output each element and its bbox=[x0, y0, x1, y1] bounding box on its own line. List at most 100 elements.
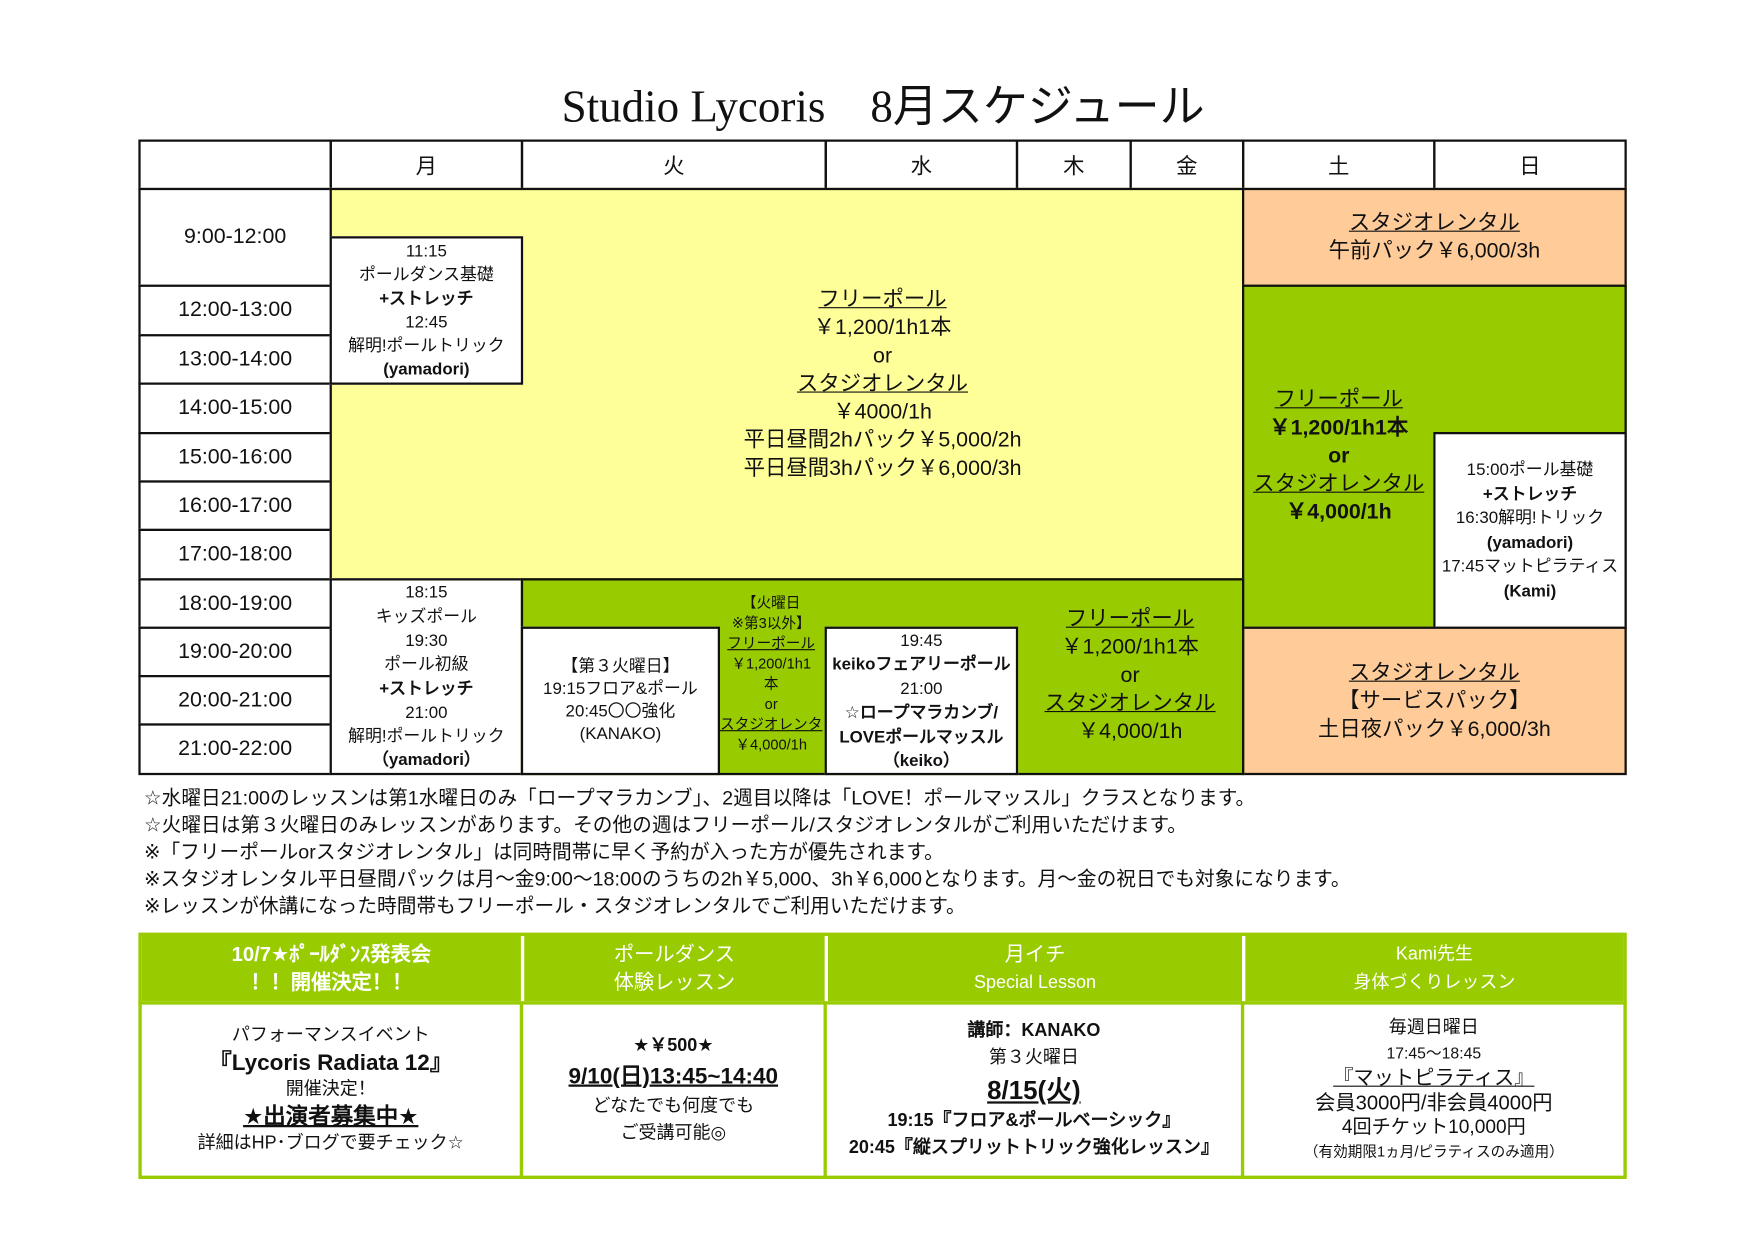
free-pole-label: フリーポール bbox=[727, 634, 816, 652]
lesson-line: 19:45 bbox=[900, 630, 943, 650]
header-sat: 土 bbox=[1242, 139, 1436, 191]
lesson-line: 【第３火曜日】 bbox=[561, 657, 680, 677]
lesson-line: 解明!ポールトリック bbox=[348, 336, 505, 356]
lesson-line: ☆ロープマラカンブ/ bbox=[844, 703, 999, 723]
divider bbox=[823, 1001, 827, 1179]
event-header: ポールダンス体験レッスン bbox=[524, 936, 825, 1002]
text-line: 毎週日曜日 bbox=[1388, 1018, 1479, 1038]
lesson-line: 16:30解明!トリック bbox=[1455, 508, 1605, 528]
note-line: ※「フリーポールorスタジオレンタル」は同時間帯に早く予約が入った方が優先されま… bbox=[144, 840, 944, 863]
divider bbox=[1240, 1001, 1245, 1179]
text-line: ★￥500★ bbox=[633, 1036, 714, 1056]
note-line: ☆火曜日は第３火曜日のみレッスンがあります。その他の週はフリーポール/スタジオレ… bbox=[144, 813, 1187, 836]
time-slot: 17:00-18:00 bbox=[138, 528, 332, 581]
pack-price: 平日昼間2hパック￥5,000/2h bbox=[743, 428, 1022, 453]
wed-evening-lesson: 19:45 keikoフェアリーポール 21:00 ☆ロープマラカンブ/ LOV… bbox=[824, 626, 1019, 776]
note-line: ※レッスンが休講になった時間帯もフリーポール・スタジオレンタルでご利用いただけま… bbox=[144, 894, 966, 917]
text-line: 9/10(日)13:45~14:40 bbox=[568, 1064, 779, 1089]
time-slot: 15:00-16:00 bbox=[138, 432, 332, 483]
lesson-line: 12:45 bbox=[405, 312, 448, 332]
time-slot: 21:00-22:00 bbox=[138, 723, 332, 776]
text-line: 17:45～18:45 bbox=[1386, 1044, 1482, 1062]
text-line: 会員3000円/非会員4000円 bbox=[1315, 1091, 1553, 1114]
service-pack-label: 【サービスパック】 bbox=[1338, 689, 1531, 713]
text-line: 講師：KANAKO bbox=[967, 1021, 1101, 1041]
studio-rental-label: スタジオレンタル bbox=[1348, 660, 1520, 685]
divider bbox=[519, 1001, 524, 1179]
price: ￥1,200/1h1本 bbox=[813, 316, 952, 340]
text-line: 開催決定！ bbox=[285, 1080, 376, 1100]
lesson-line: 17:45マットピラティス bbox=[1441, 556, 1619, 576]
text-line: 体験レッスン bbox=[613, 970, 736, 994]
text-line: 4回チケット10,000円 bbox=[1341, 1116, 1526, 1138]
event-body: パフォーマンスイベント 『Lycoris Radiata 12』 開催決定！ ★… bbox=[142, 1005, 520, 1176]
notes: ☆水曜日21:00のレッスンは第1水曜日のみ「ロープマラカンブ」、2週目以降は「… bbox=[144, 784, 1351, 919]
text-line: 月イチ bbox=[1004, 942, 1066, 966]
time-slot: 20:00-21:00 bbox=[138, 675, 332, 726]
events-panel bbox=[138, 932, 1627, 1179]
lesson-line: 11:15 bbox=[405, 241, 447, 261]
text-line: 『Lycoris Radiata 12』 bbox=[209, 1050, 453, 1076]
lesson-line: （keiko） bbox=[882, 751, 960, 771]
lesson-line: (yamadori) bbox=[1486, 532, 1574, 552]
text-line: ！！開催決定！！ bbox=[250, 970, 413, 994]
free-pole-label: フリーポール bbox=[1065, 606, 1195, 631]
time-slot: 13:00-14:00 bbox=[138, 334, 332, 385]
or-label: or bbox=[1328, 443, 1350, 468]
lesson-line: 21:00 bbox=[405, 702, 448, 723]
header-mon: 月 bbox=[329, 139, 524, 191]
lesson-line: (KANAKO) bbox=[579, 724, 662, 744]
lesson-line: 20:45〇〇強化 bbox=[565, 702, 676, 722]
lesson-line: 15:00ポール基礎 bbox=[1466, 460, 1594, 480]
sun-lesson: 15:00ポール基礎 +ストレッチ 16:30解明!トリック (yamadori… bbox=[1433, 432, 1627, 629]
weekend-morning-block: スタジオレンタル 午前パック￥6,000/3h bbox=[1242, 187, 1627, 287]
pack-price: 土日夜パック￥6,000/3h bbox=[1317, 717, 1551, 741]
pack-price: 平日昼間3hパック￥6,000/3h bbox=[743, 456, 1022, 481]
text-line: ポールダンス bbox=[613, 942, 735, 966]
tue-other-weeks: 【火曜日 ※第3以外】 フリーポール ￥1,200/1h1 本 or スタジオレ… bbox=[718, 590, 825, 759]
event-body: 毎週日曜日 17:45～18:45 『マットピラティス』 会員3000円/非会員… bbox=[1244, 1005, 1623, 1176]
free-pole-label: フリーポール bbox=[818, 288, 947, 312]
price: 本 bbox=[763, 675, 779, 692]
lesson-line: +ストレッチ bbox=[1482, 484, 1578, 504]
or-label: or bbox=[873, 344, 893, 368]
mon-evening-lesson: 18:15 キッズポール 19:30 ポール初級 +ストレッチ 21:00 解明… bbox=[329, 578, 524, 776]
lesson-line: 解明!ポールトリック bbox=[348, 726, 505, 746]
price: ￥4,000/1h bbox=[1285, 500, 1392, 524]
lesson-line: （yamadori） bbox=[371, 750, 481, 770]
lesson-line: 21:00 bbox=[900, 678, 943, 699]
text-line: 第３火曜日 bbox=[988, 1048, 1079, 1068]
studio-rental-label: スタジオレンタ bbox=[719, 715, 823, 733]
time-slot: 12:00-13:00 bbox=[138, 284, 332, 337]
text-line: どなたでも何度でも bbox=[592, 1096, 755, 1116]
time-slot: 9:00-12:00 bbox=[138, 187, 332, 287]
lesson-line: +ストレッチ bbox=[379, 678, 474, 699]
lesson-line: keikoフェアリーポール bbox=[832, 654, 1011, 674]
text-line: 20:45『縦スプリットトリック強化レッスン』 bbox=[848, 1138, 1219, 1158]
price: ￥1,200/1h1本 bbox=[1061, 635, 1199, 659]
text-line: 19:15『フロア&ポールベーシック』 bbox=[887, 1111, 1181, 1131]
free-pole-label: フリーポール bbox=[1274, 387, 1403, 412]
pack-price: 午前パック￥6,000/3h bbox=[1328, 239, 1541, 264]
text-line: ご受講可能◎ bbox=[620, 1123, 727, 1143]
note-line: 【火曜日 bbox=[741, 594, 801, 611]
note-line: ☆水曜日21:00のレッスンは第1水曜日のみ「ロープマラカンブ」、2週目以降は「… bbox=[144, 786, 1256, 809]
text-line: 詳細はHP･ブログで要チェック☆ bbox=[197, 1134, 464, 1154]
time-slot: 18:00-19:00 bbox=[138, 578, 332, 629]
text-line: ★出演者募集中★ bbox=[243, 1104, 419, 1130]
studio-rental-label: スタジオレンタル bbox=[1044, 691, 1216, 715]
time-slot: 19:00-20:00 bbox=[138, 626, 332, 678]
page-title: Studio Lycoris 8月スケジュール bbox=[561, 81, 1205, 132]
weekend-night-block: スタジオレンタル 【サービスパック】 土日夜パック￥6,000/3h bbox=[1242, 626, 1627, 776]
header-sun: 日 bbox=[1433, 139, 1627, 191]
lesson-line: ポールダンス基礎 bbox=[359, 265, 494, 285]
text-line: パフォーマンスイベント bbox=[231, 1026, 430, 1046]
studio-rental-label: スタジオレンタル bbox=[1253, 471, 1425, 496]
thu-fri-evening: フリーポール ￥1,200/1h1本 or スタジオレンタル ￥4,000/1h bbox=[1016, 596, 1244, 754]
lesson-line: キッズポール bbox=[375, 607, 477, 627]
lesson-line: (Kami) bbox=[1503, 581, 1557, 601]
time-slot: 16:00-17:00 bbox=[138, 480, 332, 531]
lesson-line: LOVEポールマッスル bbox=[839, 727, 1004, 747]
mon-morning-lesson: 11:15 ポールダンス基礎 +ストレッチ 12:45 解明!ポールトリック (… bbox=[329, 236, 524, 385]
or-label: or bbox=[1120, 663, 1140, 687]
